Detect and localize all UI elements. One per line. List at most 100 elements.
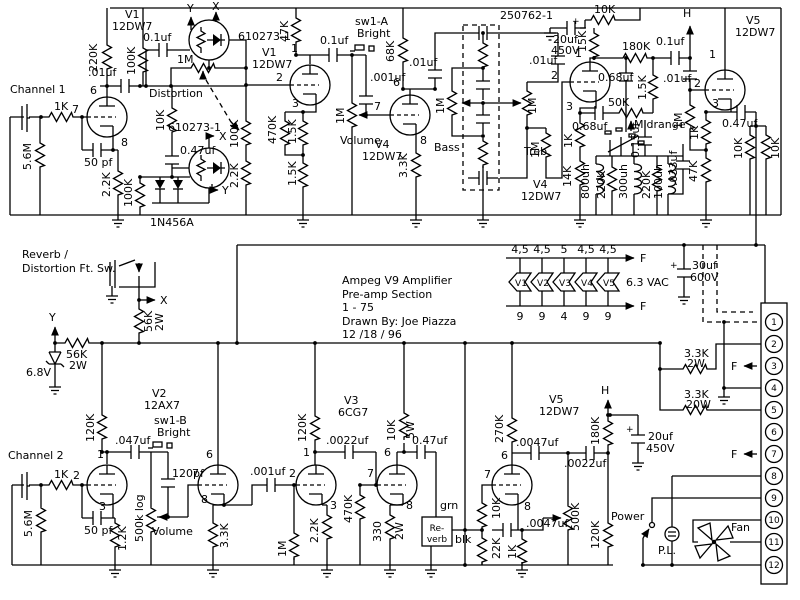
symbols xyxy=(21,14,788,585)
rotary-switch-contact[interactable] xyxy=(628,133,636,138)
tube-triode-v4a xyxy=(389,94,431,136)
value-label: 2W xyxy=(153,313,166,331)
capacitor xyxy=(109,78,141,94)
net-label: F xyxy=(731,360,737,373)
power-switch[interactable] xyxy=(648,521,656,529)
value-label: 270K xyxy=(493,414,506,443)
net-label: F xyxy=(731,448,737,461)
resistor xyxy=(588,29,600,61)
function-label: Midrange xyxy=(634,118,686,131)
heater-pin: 9 xyxy=(539,310,546,323)
bright-switch-sw1a[interactable] xyxy=(349,44,375,52)
switch-label: Bright xyxy=(157,426,191,439)
value-label: 180K xyxy=(622,40,651,53)
resistor xyxy=(700,116,712,148)
value-label: 5.6M xyxy=(21,143,34,170)
value-label: 500K xyxy=(569,502,582,531)
connector-pin-number: 8 xyxy=(771,472,777,482)
connector-pin-number: 3 xyxy=(771,362,777,372)
pin-number: 6 xyxy=(90,84,97,97)
capacitor xyxy=(333,444,365,460)
heater-pin: 9 xyxy=(517,310,524,323)
pin-number: 8 xyxy=(420,134,427,147)
net-label: F xyxy=(640,252,646,265)
heater-pin: 4,5 xyxy=(577,243,595,256)
resistor xyxy=(288,529,300,561)
pin-number: 8 xyxy=(201,493,208,506)
function-label: Distortion xyxy=(149,87,203,100)
value-label: 0.1uf xyxy=(656,35,685,48)
wires-channel1 xyxy=(29,8,290,215)
pin-number: 2 xyxy=(276,71,283,84)
pin-number: 7 xyxy=(72,103,79,116)
value-label: 2.2K xyxy=(100,172,113,197)
function-label: Volume xyxy=(152,525,193,538)
value-label: 1M xyxy=(334,108,347,125)
rotary-switch-contact[interactable] xyxy=(604,130,612,135)
pin-number: 7 xyxy=(192,467,199,480)
rotary-switch-arm[interactable] xyxy=(607,135,639,153)
value-label: 1K xyxy=(562,133,575,148)
heater-pin: 9 xyxy=(605,310,612,323)
volume-pot-ch1[interactable] xyxy=(346,99,358,131)
channel2-label: Channel 2 xyxy=(8,449,64,462)
pin-number: 8 xyxy=(406,499,413,512)
value-label: 68K xyxy=(384,40,397,62)
bass-pot[interactable] xyxy=(446,87,458,119)
title-section: Pre-amp Section xyxy=(342,288,432,301)
resistor xyxy=(647,71,659,103)
value-label: 56K xyxy=(66,348,88,361)
capacitor xyxy=(405,444,437,460)
value-label: 6.8V xyxy=(26,366,51,379)
pin-number: 2 xyxy=(694,77,701,90)
value-label: 47K xyxy=(687,160,700,182)
heater-pin: 5 xyxy=(561,243,568,256)
resistor xyxy=(207,519,219,551)
capacitor xyxy=(255,477,287,493)
tube-type: 12DW7 xyxy=(362,150,402,163)
bright-switch-sw1b[interactable] xyxy=(147,441,173,449)
tube-name: V1 xyxy=(125,8,140,21)
part-number: 610273-1 xyxy=(238,30,291,43)
value-label: 50 pf xyxy=(84,524,113,537)
pin-number: 7 xyxy=(484,468,491,481)
tube-name: V5 xyxy=(549,393,564,406)
value-label: 14K xyxy=(561,165,574,187)
value-label: 1.5K xyxy=(286,119,299,144)
function-label: Fan xyxy=(731,521,750,534)
title-rev: 1 - 75 xyxy=(342,301,374,314)
value-label: 220K xyxy=(595,170,608,199)
value-label: 10K xyxy=(385,419,398,441)
diode xyxy=(172,179,184,190)
tube-name: V3 xyxy=(344,394,359,407)
resistor xyxy=(321,511,333,543)
tube-type: 12DW7 xyxy=(112,20,152,33)
polarity-label: + xyxy=(670,261,678,271)
connector-pins[interactable] xyxy=(764,312,784,575)
resistor xyxy=(297,117,309,149)
connector-pin-number: 12 xyxy=(768,561,779,571)
connector-pin-number: 7 xyxy=(771,450,777,460)
value-label: .0047uf xyxy=(516,436,559,449)
midrange-pot[interactable] xyxy=(615,107,647,119)
junction-dots xyxy=(39,31,758,567)
resistor xyxy=(309,412,321,444)
value-label: 50K xyxy=(608,96,630,109)
value-label: .01uf xyxy=(409,56,438,69)
part-number: 1N456A xyxy=(150,216,194,229)
connector-pin-number: 1 xyxy=(771,318,777,328)
value-label: .047uf xyxy=(115,434,151,447)
value-label: 5W xyxy=(404,421,417,439)
resistor xyxy=(587,14,619,26)
part-number: 610273-1 xyxy=(168,121,221,134)
value-label: 1K xyxy=(688,125,701,140)
value-label: .01uf xyxy=(663,72,692,85)
pin-number: 1 xyxy=(97,448,104,461)
resistor xyxy=(34,139,46,171)
rotary-switch-contact[interactable] xyxy=(615,127,623,132)
rotary-switch-contact[interactable] xyxy=(637,140,645,145)
value-label: 300uh xyxy=(617,164,630,199)
value-label: 56K xyxy=(142,310,155,332)
wires-v1b-v4a xyxy=(284,8,468,215)
heater-tube: V2 xyxy=(537,279,549,289)
